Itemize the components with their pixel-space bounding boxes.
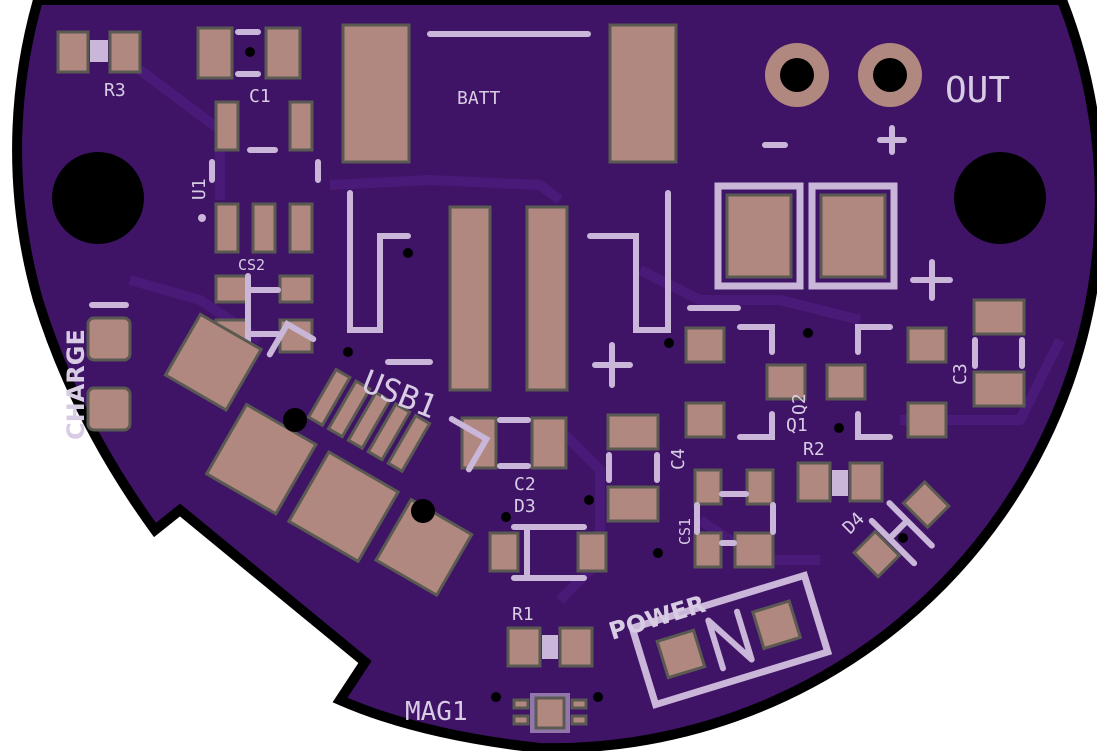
label-r3: R3 [104,80,126,101]
label-c4: C4 [668,448,689,470]
label-mag1: MAG1 [405,697,468,727]
label-q2: Q2 [789,393,810,415]
label-u1: U1 [189,178,210,200]
label-cs1: CS1 [676,518,694,545]
label-out: OUT [945,70,1010,111]
label-q1: Q1 [786,415,808,436]
mounting-hole-left [52,152,144,244]
vias [245,47,908,702]
label-c1: C1 [249,86,271,107]
label-d3: D3 [514,496,536,517]
label-c3: C3 [950,363,971,385]
label-r1: R1 [512,604,534,625]
label-batt: BATT [457,88,501,109]
label-cs2: CS2 [238,256,265,274]
label-c2: C2 [514,474,536,495]
mounting-hole-right [954,152,1046,244]
label-charge: CHARGE [62,329,90,440]
label-r2: R2 [803,439,825,460]
